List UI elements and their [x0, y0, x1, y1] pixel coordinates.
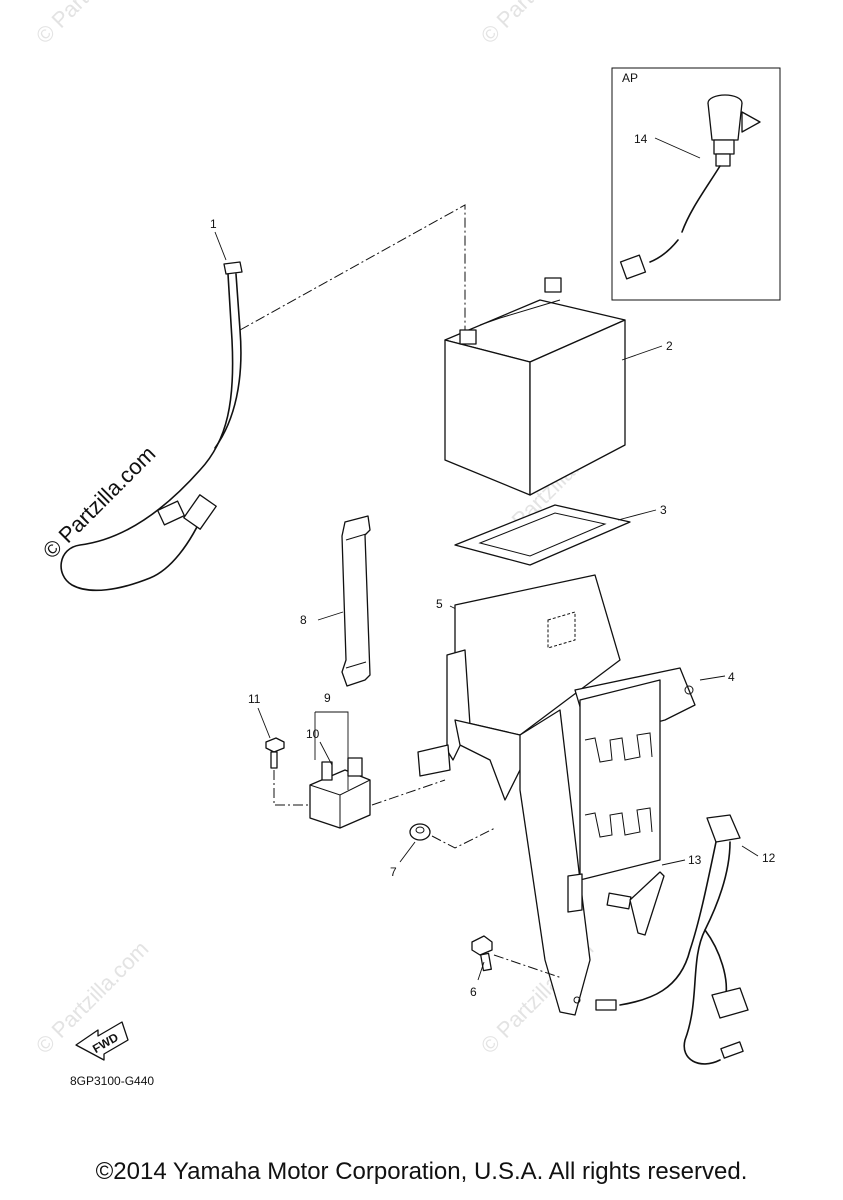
sub-harness-part-12 — [595, 814, 749, 1065]
callout-6: 6 — [470, 985, 477, 999]
bracket-9 — [315, 711, 349, 790]
ap-inset: AP 14 — [611, 67, 781, 301]
watermark-top-center: © Partzilla.com — [476, 0, 599, 49]
battery-box-part-4 — [417, 574, 696, 1016]
diagram-code: 8GP3100-G440 — [70, 1074, 154, 1088]
inset-frame — [611, 67, 781, 301]
callout-7: 7 — [390, 865, 397, 879]
battery-part-2 — [444, 277, 626, 496]
callout-4: 4 — [728, 670, 735, 684]
inset-label: AP — [622, 71, 638, 85]
power-socket-part-14 — [619, 94, 761, 280]
watermark-main: © Partzilla.com — [38, 441, 161, 564]
callout-2: 2 — [666, 339, 673, 353]
battery-band-part-8 — [341, 515, 371, 687]
watermark-top-left: © Partzilla.com — [31, 0, 154, 49]
callout-13: 13 — [688, 853, 702, 867]
fwd-arrow-icon: FWD — [75, 1021, 129, 1061]
connector-part-13 — [606, 871, 665, 936]
callout-8: 8 — [300, 613, 307, 627]
nut-part-7 — [409, 823, 431, 841]
battery-cable-part-1: 1 — [60, 217, 243, 592]
callout-5: 5 — [436, 597, 443, 611]
callout-1: 1 — [210, 217, 217, 231]
copyright-notice: ©2014 Yamaha Motor Corporation, U.S.A. A… — [95, 1158, 748, 1185]
callout-12: 12 — [762, 851, 776, 865]
starter-relay-part-10 — [309, 757, 371, 829]
callout-14: 14 — [634, 132, 648, 146]
callout-10: 10 — [306, 727, 320, 741]
battery-pad-part-3 — [454, 504, 631, 566]
callout-9: 9 — [324, 691, 331, 705]
assembly-line-cable-to-battery — [239, 204, 466, 331]
bolt-part-6 — [471, 935, 493, 972]
callout-11: 11 — [248, 692, 261, 706]
callout-3: 3 — [660, 503, 667, 517]
bolt-part-11 — [265, 737, 285, 769]
